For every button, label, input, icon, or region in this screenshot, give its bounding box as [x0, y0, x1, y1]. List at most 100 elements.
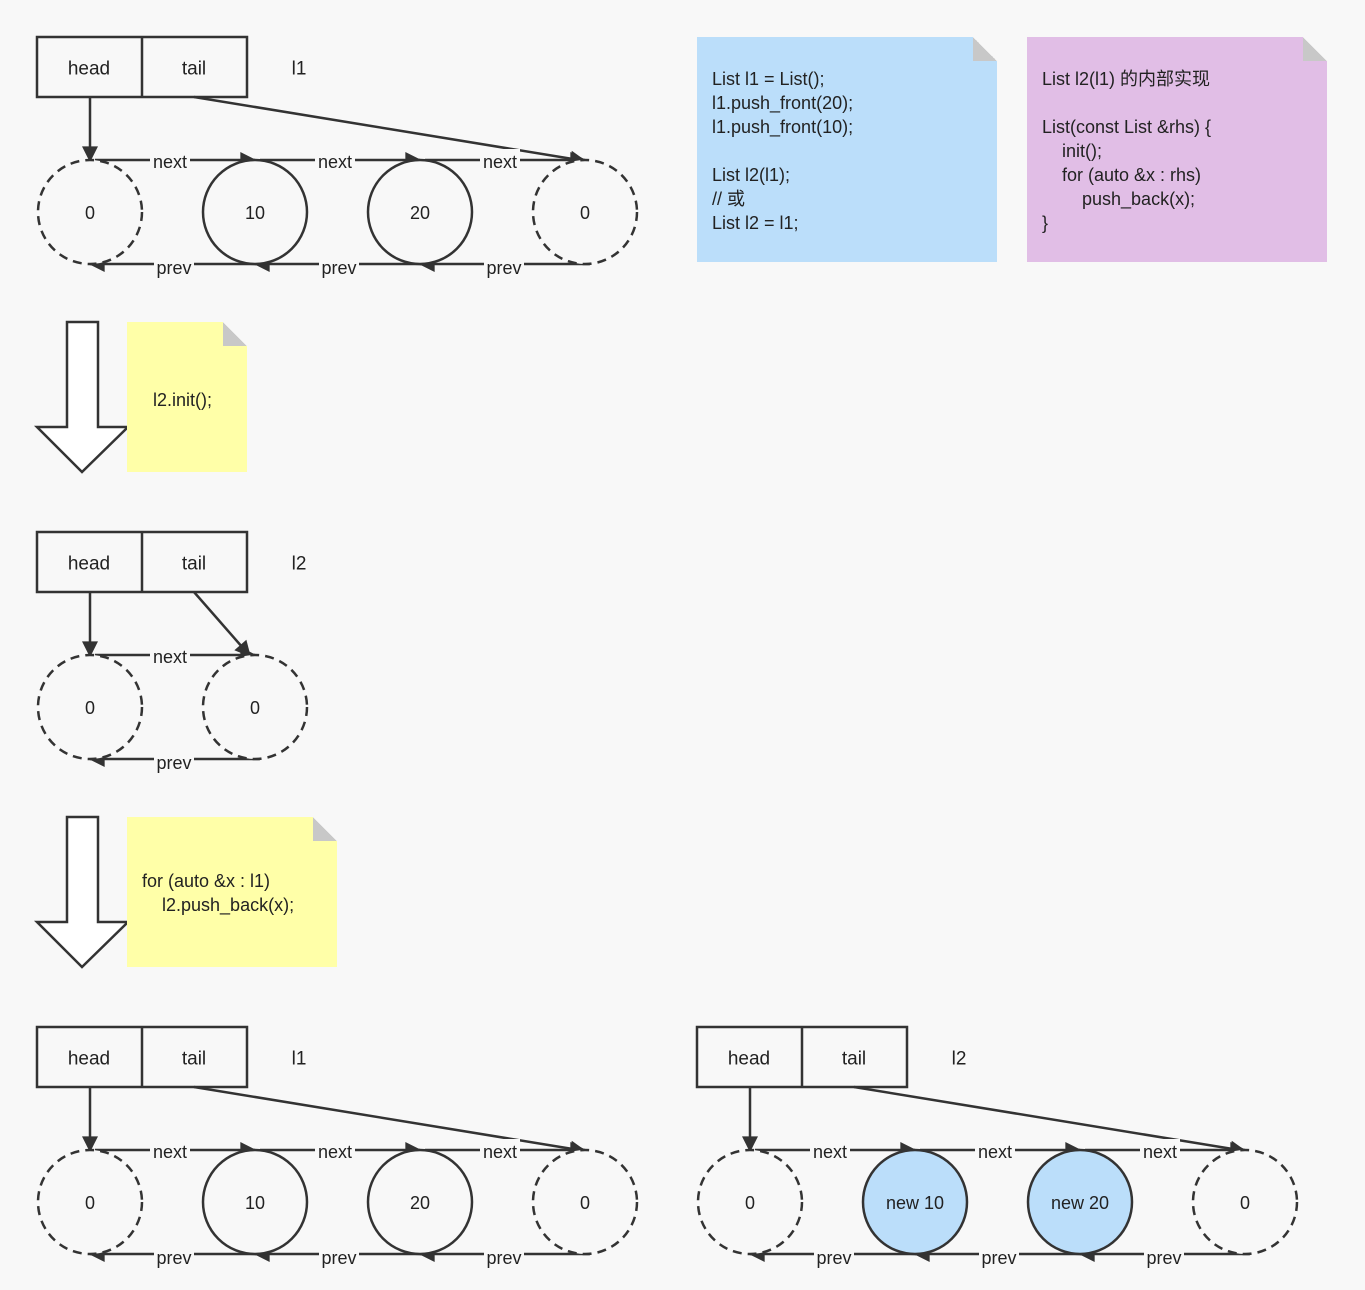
- copy-constructor-lines: List l2(l1) 的内部实现 List(const List &rhs) {…: [1042, 67, 1327, 235]
- note-line: l2.push_back(x);: [142, 895, 295, 915]
- prev-label: prev: [156, 1248, 191, 1268]
- tail-label: tail: [182, 59, 206, 80]
- note-line: init();: [1042, 141, 1103, 161]
- list-name-label: l2: [292, 554, 307, 575]
- next-label: next: [483, 152, 517, 172]
- tail-pointer-arrow: [193, 95, 587, 167]
- data-node: [201, 158, 309, 266]
- push-back-step-lines: for (auto &x : l1) l2.push_back(x);: [142, 869, 337, 917]
- prev-label: prev: [816, 1248, 851, 1268]
- node-value: 0: [580, 1193, 590, 1213]
- note-line: l2.init();: [153, 390, 213, 410]
- note-line: [712, 139, 997, 163]
- tail-label: tail: [182, 554, 206, 575]
- data-node: [201, 1148, 309, 1256]
- prev-label: prev: [321, 258, 356, 278]
- sentinel-node: [36, 158, 144, 266]
- prev-label: prev: [486, 1248, 521, 1268]
- push-back-step-note: for (auto &x : l1) l2.push_back(x);: [127, 817, 337, 967]
- next-label-bg: [315, 1139, 355, 1159]
- step-down-arrow: [33, 815, 132, 969]
- next-label-bg: [315, 149, 355, 169]
- next-label: next: [318, 1142, 352, 1162]
- sentinel-node: [201, 653, 309, 761]
- node-value: 0: [580, 203, 590, 223]
- next-label-bg: [150, 149, 190, 169]
- node-value: new 10: [886, 1193, 944, 1213]
- head-label: head: [68, 1049, 110, 1070]
- note-line: }: [1042, 213, 1049, 233]
- prev-label-bg: [484, 256, 524, 276]
- prev-label-bg: [154, 256, 194, 276]
- node-value: 0: [745, 1193, 755, 1213]
- prev-label: prev: [156, 753, 191, 773]
- sentinel-node: [696, 1148, 804, 1256]
- step-down-arrow: [33, 320, 132, 474]
- prev-label-bg: [484, 1246, 524, 1266]
- next-label-bg: [150, 1139, 190, 1159]
- tail-label: tail: [842, 1049, 866, 1070]
- node-value: 20: [410, 1193, 430, 1213]
- next-label: next: [153, 1142, 187, 1162]
- head-label: head: [728, 1049, 770, 1070]
- usage-code-note: List l1 = List();l1.push_front(20);l1.pu…: [697, 37, 997, 262]
- prev-label-bg: [814, 1246, 854, 1266]
- note-line: for (auto &x : rhs): [1042, 165, 1202, 185]
- node-value: 0: [250, 698, 260, 718]
- next-label-bg: [480, 149, 520, 169]
- list-name-label: l1: [292, 1049, 307, 1070]
- prev-label: prev: [156, 258, 191, 278]
- prev-label-bg: [319, 256, 359, 276]
- data-node: [366, 158, 474, 266]
- node-value: 20: [410, 203, 430, 223]
- diagram-layer: head tail l1 next prev next prev next prev 0 10 20 0…: [33, 35, 1299, 1268]
- node-value: new 20: [1051, 1193, 1109, 1213]
- note-line: List l2(l1);: [712, 165, 791, 185]
- note-line: l1.push_front(20);: [712, 93, 854, 113]
- sentinel-node: [531, 1148, 639, 1256]
- note-line: List l1 = List();: [712, 69, 825, 89]
- prev-label: prev: [486, 258, 521, 278]
- usage-code-lines: List l1 = List();l1.push_front(20);l1.pu…: [712, 67, 997, 235]
- next-label: next: [978, 1142, 1012, 1162]
- prev-label: prev: [1146, 1248, 1181, 1268]
- prev-label-bg: [154, 751, 194, 771]
- note-line: // 或: [712, 189, 746, 209]
- node-value: 0: [85, 203, 95, 223]
- sentinel-node: [531, 158, 639, 266]
- sentinel-node: [36, 653, 144, 761]
- next-label-bg: [480, 1139, 520, 1159]
- prev-label-bg: [154, 1246, 194, 1266]
- note-line: push_back(x);: [1042, 189, 1196, 209]
- prev-label: prev: [321, 1248, 356, 1268]
- next-label: next: [153, 647, 187, 667]
- prev-label: prev: [981, 1248, 1016, 1268]
- node-value: 10: [245, 203, 265, 223]
- data-node: [861, 1148, 969, 1256]
- init-step-lines: l2.init();: [153, 388, 247, 412]
- next-label: next: [1143, 1142, 1177, 1162]
- node-value: 0: [85, 1193, 95, 1213]
- next-label: next: [318, 152, 352, 172]
- tail-label: tail: [182, 1049, 206, 1070]
- note-line: [1042, 91, 1327, 115]
- note-line: List(const List &rhs) {: [1042, 117, 1212, 137]
- node-value: 10: [245, 1193, 265, 1213]
- sentinel-node: [36, 1148, 144, 1256]
- next-label-bg: [150, 644, 190, 664]
- note-line: List l2 = l1;: [712, 213, 799, 233]
- tail-pointer-arrow: [853, 1085, 1247, 1157]
- init-step-note: l2.init();: [127, 322, 247, 472]
- node-value: 0: [1240, 1193, 1250, 1213]
- copy-constructor-note: List l2(l1) 的内部实现 List(const List &rhs) {…: [1027, 37, 1327, 262]
- list-name-label: l1: [292, 59, 307, 80]
- data-node: [1026, 1148, 1134, 1256]
- list-name-label: l2: [952, 1049, 967, 1070]
- note-line: for (auto &x : l1): [142, 871, 271, 891]
- next-label-bg: [810, 1139, 850, 1159]
- note-line: List l2(l1) 的内部实现: [1042, 69, 1211, 89]
